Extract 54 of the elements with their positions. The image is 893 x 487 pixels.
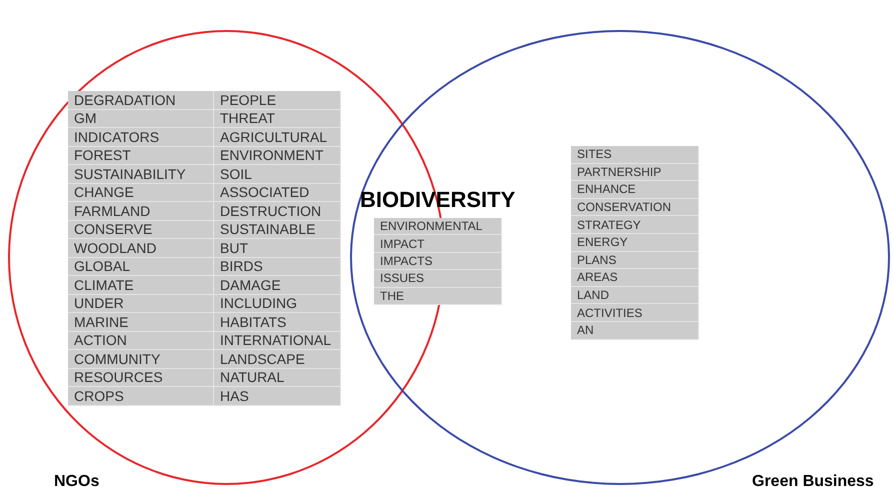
table-cell: FARMLAND <box>68 202 214 220</box>
table-cell: DEGRADATION <box>68 91 214 110</box>
table-cell: COMMUNITY <box>68 350 214 368</box>
word-table <box>68 91 341 406</box>
table-cell: ISSUES <box>374 270 502 288</box>
table-cell: INCLUDING <box>214 294 341 313</box>
table-cell: ENVIRONMENTAL <box>374 218 502 236</box>
table-cell: CLIMATE <box>68 276 214 294</box>
table-cell: BUT <box>214 239 341 258</box>
table-cell: THE <box>374 288 502 305</box>
table-cell: PEOPLE <box>214 91 341 110</box>
table-cell: WOODLAND <box>68 239 214 258</box>
table-cell: AGRICULTURAL <box>214 128 341 146</box>
table-cell: CONSERVE <box>68 220 214 239</box>
table-cell: SITES <box>571 146 699 164</box>
table-cell: FOREST <box>68 146 214 165</box>
table-cell: ACTION <box>68 332 214 350</box>
table-cell: INTERNATIONAL <box>214 332 341 350</box>
word-table <box>571 146 699 340</box>
table-cell: LANDSCAPE <box>214 350 341 368</box>
table-cell: ENVIRONMENT <box>214 146 341 165</box>
table-cell: CONSERVATION <box>571 198 699 216</box>
table-cell: PLANS <box>571 252 699 270</box>
set-label: NGOs <box>54 472 100 487</box>
table-cell: CHANGE <box>68 184 214 202</box>
table-cell: GM <box>68 110 214 128</box>
table-cell: GLOBAL <box>68 258 214 276</box>
table-cell: ENERGY <box>571 234 699 252</box>
table-cell: AN <box>571 322 699 340</box>
table-cell: MARINE <box>68 313 214 332</box>
table-cell: IMPACT <box>374 235 502 253</box>
table-cell: ACTIVITIES <box>571 304 699 322</box>
table-cell: UNDER <box>68 294 214 313</box>
table-cell: SOIL <box>214 165 341 184</box>
table-cell: THREAT <box>214 110 341 128</box>
table-cell: ASSOCIATED <box>214 184 341 202</box>
table-cell: AREAS <box>571 269 699 287</box>
table-cell: NATURAL <box>214 368 341 387</box>
table-cell: LAND <box>571 286 699 304</box>
set-label: Green Business <box>752 472 874 487</box>
table-cell: RESOURCES <box>68 368 214 387</box>
table-cell: SUSTAINABILITY <box>68 165 214 184</box>
table-cell: DESTRUCTION <box>214 202 341 220</box>
table-cell: SUSTAINABLE <box>214 220 341 239</box>
table-cell: CROPS <box>68 387 214 406</box>
table-cell: BIRDS <box>214 258 341 276</box>
table-cell: HABITATS <box>214 313 341 332</box>
table-cell: DAMAGE <box>214 276 341 294</box>
table-cell: STRATEGY <box>571 216 699 234</box>
table-cell: PARTNERSHIP <box>571 164 699 182</box>
table-cell: ENHANCE <box>571 181 699 199</box>
table-cell: INDICATORS <box>68 128 214 146</box>
table-cell: HAS <box>214 387 341 406</box>
table-cell: IMPACTS <box>374 252 502 270</box>
